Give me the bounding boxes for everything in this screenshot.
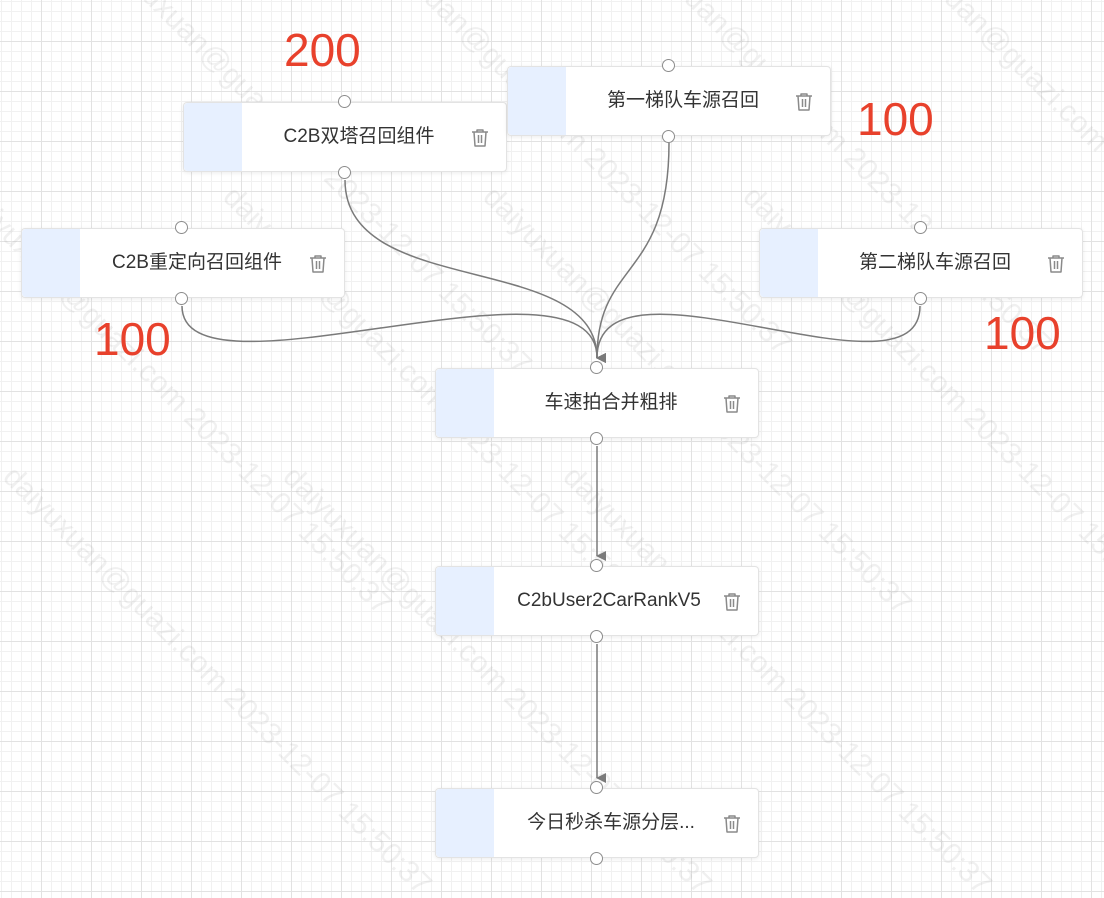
output-port[interactable] [662, 130, 675, 143]
node-c2b-rank-v5[interactable]: C2bUser2CarRankV5 [435, 566, 759, 636]
node-color-swatch [436, 789, 494, 857]
annotation-twin-tower-count: 200 [284, 24, 361, 76]
node-label: C2B重定向召回组件 [112, 252, 282, 273]
node-tier1-recall[interactable]: 第一梯队车源召回 [507, 66, 831, 136]
node-label: 第一梯队车源召回 [606, 90, 759, 111]
output-port[interactable] [590, 852, 603, 865]
node-label: 车速拍合并粗排 [544, 392, 678, 413]
node-label: 今日秒杀车源分层... [527, 812, 695, 833]
node-color-swatch [508, 67, 566, 135]
node-c2b-redirect[interactable]: C2B重定向召回组件 [21, 228, 345, 298]
edge-twin-tower-to-merge[interactable] [344, 179, 607, 363]
output-port[interactable] [590, 432, 603, 445]
output-port[interactable] [914, 292, 927, 305]
node-c2b-twin-tower[interactable]: C2B双塔召回组件 [183, 102, 507, 172]
output-port[interactable] [338, 166, 351, 179]
input-port[interactable] [590, 781, 603, 794]
input-port[interactable] [590, 559, 603, 572]
node-color-swatch [22, 229, 80, 297]
trash-icon[interactable] [1046, 254, 1066, 274]
trash-icon[interactable] [722, 592, 742, 612]
output-port[interactable] [590, 630, 603, 643]
trash-icon[interactable] [722, 814, 742, 834]
output-port[interactable] [175, 292, 188, 305]
input-port[interactable] [338, 95, 351, 108]
trash-icon[interactable] [722, 394, 742, 414]
node-color-swatch [436, 369, 494, 437]
node-label: C2B双塔召回组件 [283, 126, 435, 147]
node-color-swatch [760, 229, 818, 297]
edge-tier2-to-merge[interactable] [596, 305, 921, 364]
node-color-swatch [184, 103, 242, 171]
input-port[interactable] [175, 221, 188, 234]
input-port[interactable] [590, 361, 603, 374]
edge-redirect-to-merge[interactable] [181, 305, 607, 363]
node-tier2-recall[interactable]: 第二梯队车源召回 [759, 228, 1083, 298]
annotation-tier1-count: 100 [857, 93, 934, 145]
trash-icon[interactable] [308, 254, 328, 274]
annotation-tier2-count: 100 [984, 307, 1061, 359]
node-color-swatch [436, 567, 494, 635]
node-label: C2bUser2CarRankV5 [517, 590, 701, 611]
node-label: 第二梯队车源召回 [858, 252, 1011, 273]
trash-icon[interactable] [470, 128, 490, 148]
node-flash-sale[interactable]: 今日秒杀车源分层... [435, 788, 759, 858]
trash-icon[interactable] [794, 92, 814, 112]
annotation-redirect-count: 100 [94, 313, 171, 365]
input-port[interactable] [914, 221, 927, 234]
node-merge-rank[interactable]: 车速拍合并粗排 [435, 368, 759, 438]
edge-tier1-to-merge[interactable] [596, 142, 670, 364]
input-port[interactable] [662, 59, 675, 72]
